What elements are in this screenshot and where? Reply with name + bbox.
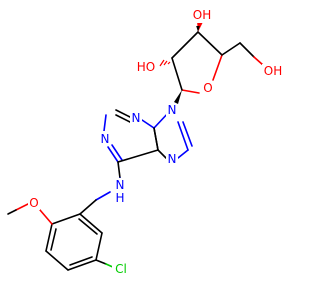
label-nh-n: N <box>116 178 125 192</box>
label-n3: N <box>132 111 141 125</box>
benzene-ring <box>45 213 103 271</box>
stereo-bonds <box>159 21 203 104</box>
molecule-structure: OH HO OH O N N N N N H O Cl <box>7 8 284 276</box>
methoxy-group <box>7 203 53 225</box>
label-n1: N <box>101 132 110 146</box>
label-oh-right: OH <box>264 64 282 78</box>
label-nh-h: H <box>115 191 124 205</box>
atom-labels: OH HO OH O N N N N N H O Cl <box>28 8 284 276</box>
label-n7: N <box>168 152 177 166</box>
label-o-methoxy: O <box>29 196 38 210</box>
label-n9: N <box>168 103 177 117</box>
label-oh-top: OH <box>193 8 211 22</box>
label-o-ring: O <box>203 81 212 95</box>
imidazole-ring <box>153 110 193 159</box>
label-ho-left: HO <box>137 60 155 74</box>
ribose-ring <box>171 31 264 94</box>
label-cl: Cl <box>115 262 127 276</box>
pyrimidine-ring <box>103 109 159 163</box>
